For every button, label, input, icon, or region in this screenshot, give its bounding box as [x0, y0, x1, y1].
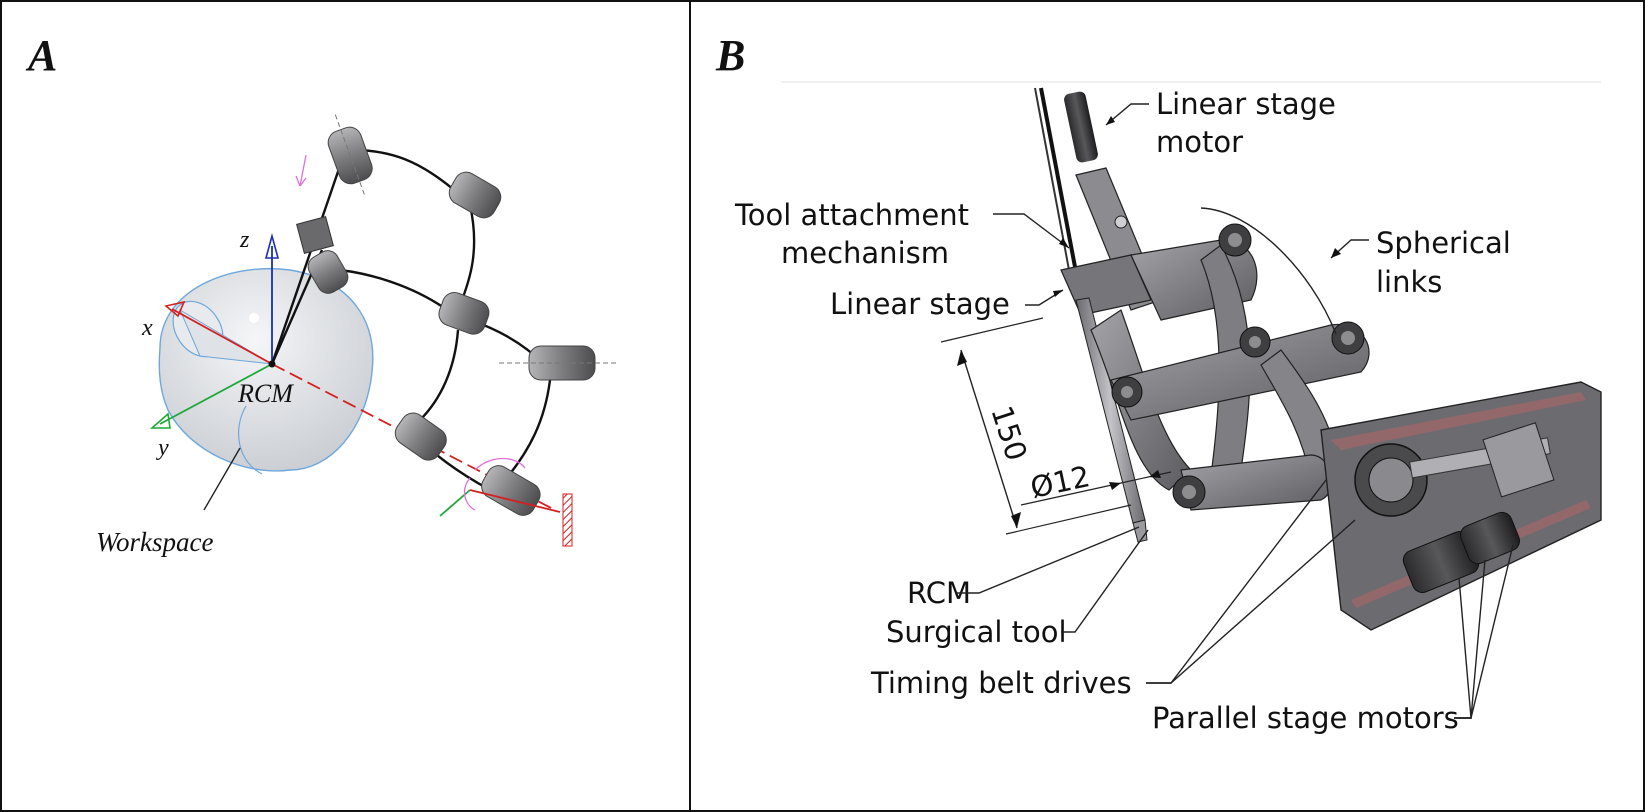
translation-arrow-icon	[295, 154, 307, 187]
dimension-d12	[1020, 470, 1172, 506]
panel-a-letter: A	[25, 31, 57, 80]
panel-divider	[689, 0, 691, 812]
dimension-150-label: 150	[984, 402, 1033, 465]
y-axis-label: y	[156, 435, 169, 461]
z-axis-label: z	[239, 227, 250, 253]
label-spherical-links-line2: links	[1376, 265, 1442, 299]
label-parallel-stage-motors: Parallel stage motors	[1152, 701, 1459, 735]
panel-b-letter: B	[715, 31, 745, 80]
dimension-d12-label: Ø12	[1027, 459, 1092, 505]
joint-5-icon	[499, 345, 619, 381]
ground-hatch-icon	[562, 493, 573, 547]
parallel-stage-housing	[1320, 381, 1602, 631]
label-timing-belt-drives: Timing belt drives	[870, 666, 1132, 700]
rotation-arrow-icon	[474, 457, 526, 471]
workspace-sphere	[158, 268, 374, 475]
prismatic-joint-icon	[296, 216, 334, 254]
parallel-stage-motors	[1402, 511, 1521, 593]
panel-b-diagram: B	[715, 31, 1602, 735]
label-spherical-links-line1: Spherical	[1376, 226, 1511, 260]
leader-lines	[956, 103, 1514, 719]
joint-6-icon	[394, 412, 447, 461]
label-linear-stage-motor-line1: Linear stage	[1156, 87, 1336, 121]
panel-b: B	[691, 0, 1645, 812]
y-axis-arrow-icon	[149, 412, 171, 429]
joint-3-icon	[307, 250, 349, 294]
label-surgical-tool: Surgical tool	[886, 615, 1067, 649]
label-linear-stage: Linear stage	[830, 287, 1010, 321]
tool-attachment-block	[1060, 167, 1162, 316]
joint-1-icon	[327, 114, 373, 198]
spherical-links	[1090, 239, 1370, 511]
base-frame	[439, 457, 573, 547]
x-axis-arrow-icon	[164, 300, 186, 318]
rotation-arrow-2-icon	[463, 477, 476, 511]
label-tool-attachment-line2: mechanism	[781, 236, 949, 270]
joint-4-icon	[438, 292, 490, 335]
joint-nuts	[1111, 223, 1365, 509]
x-axis-label: x	[141, 315, 153, 341]
label-linear-stage-motor-line2: motor	[1156, 125, 1243, 159]
panel-a-diagram: A z x y RCM Workspace	[25, 31, 619, 557]
joint-2-icon	[448, 171, 502, 219]
revolute-joints	[296, 114, 619, 516]
workspace-leader	[203, 447, 241, 511]
label-tool-attachment-line1: Tool attachment	[734, 198, 969, 232]
workspace-label: Workspace	[96, 527, 213, 557]
dimension-150	[940, 317, 1132, 535]
panel-a: A z x y RCM Workspace	[0, 0, 689, 812]
joint-7-icon	[481, 465, 541, 516]
rcm-label-a: RCM	[237, 379, 294, 408]
z-axis-arrow-icon	[264, 232, 280, 259]
